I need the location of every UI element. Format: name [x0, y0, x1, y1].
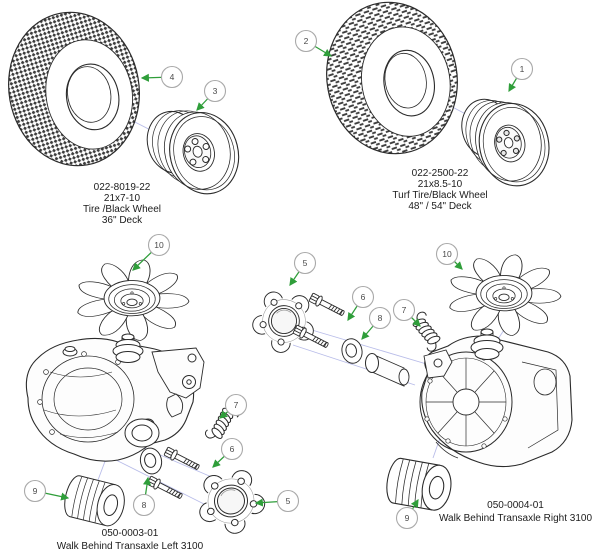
callout-5-left-number: 5	[286, 496, 291, 506]
fan-drawing	[76, 257, 192, 343]
tire-small-label: 022-8019-22 21x7-10 Tire /Black Wheel 36…	[40, 182, 204, 226]
callout-5-left	[276, 489, 300, 513]
bolt-drawing	[146, 474, 185, 502]
fan-drawing	[448, 252, 564, 338]
part-deck: 48" / 54" Deck	[408, 201, 472, 212]
callout-2-number: 2	[304, 36, 309, 46]
callout-6-left	[220, 437, 244, 461]
part-description: Turf Tire/Black Wheel	[392, 190, 488, 201]
part-number: 022-8019-22	[93, 182, 151, 193]
callout-2	[294, 29, 318, 53]
transaxle-left-group	[25, 257, 270, 540]
callout-8-right	[368, 306, 392, 330]
tire-turf-group	[326, 1, 550, 187]
callout-9-left-number: 9	[33, 486, 38, 496]
callouts: 4 3 2 1 10 7 6 8 5 9 5	[23, 29, 534, 530]
oil-filter-drawing	[60, 473, 129, 530]
wheel-rim-drawing	[146, 110, 240, 195]
bolt-drawing	[163, 445, 202, 473]
callout-9-right	[395, 506, 419, 530]
transaxle-left-label: 050-0003-01 Walk Behind Transaxle Left 3…	[30, 528, 230, 553]
callout-10-right	[435, 242, 459, 266]
transaxle-right-label: 050-0004-01 Walk Behind Transaxle Right …	[413, 500, 600, 525]
callout-10-left	[147, 233, 171, 257]
callout-6-right	[351, 285, 375, 309]
callout-6-right-number: 6	[361, 292, 366, 302]
callout-10-left-number: 10	[154, 240, 164, 250]
callout-6-left-number: 6	[230, 444, 235, 454]
transaxle-right-group	[248, 252, 573, 514]
callout-7-left	[224, 393, 248, 417]
callout-1	[510, 57, 534, 81]
callout-8-right-number: 8	[378, 313, 383, 323]
callout-10-right-number: 10	[442, 249, 452, 259]
part-description: Walk Behind Transaxle Left 3100	[56, 540, 204, 552]
part-number: 050-0004-01	[487, 500, 544, 511]
callout-4-number: 4	[170, 72, 175, 82]
callout-9-right-number: 9	[405, 513, 410, 523]
part-description: Walk Behind Transaxle Right 3100	[438, 512, 593, 524]
turf-tire-drawing	[326, 1, 458, 155]
axle-hub-drawing	[248, 289, 319, 358]
transaxle-left-drawing	[25, 333, 205, 462]
tire-turf-label: 022-2500-22 21x8.5-10 Turf Tire/Black Wh…	[356, 168, 524, 212]
part-number: 050-0003-01	[101, 528, 159, 539]
knobby-tire-drawing	[8, 11, 140, 167]
callout-4	[160, 65, 184, 89]
callout-7-right	[392, 298, 416, 322]
washer-drawing	[339, 336, 365, 366]
part-size: 21x7-10	[103, 193, 141, 204]
callout-7-left-number: 7	[234, 400, 239, 410]
callout-8-left-number: 8	[142, 500, 147, 510]
part-description: Tire /Black Wheel	[83, 204, 161, 215]
callout-3	[203, 79, 227, 103]
part-number: 022-2500-22	[411, 168, 469, 179]
part-deck: 36" Deck	[101, 215, 143, 226]
turf-wheel-rim-drawing	[461, 98, 550, 187]
tire-small-group	[8, 11, 240, 195]
callout-1-number: 1	[520, 64, 525, 74]
callout-5-right	[293, 251, 317, 275]
callout-3-number: 3	[213, 86, 218, 96]
callout-8-left	[132, 493, 156, 517]
callout-9-left	[23, 479, 47, 503]
callout-7-right-number: 7	[402, 305, 407, 315]
bolt-drawing	[308, 291, 347, 319]
part-size: 21x8.5-10	[417, 179, 463, 190]
callout-5-right-number: 5	[303, 258, 308, 268]
transaxle-right-drawing	[365, 328, 573, 468]
